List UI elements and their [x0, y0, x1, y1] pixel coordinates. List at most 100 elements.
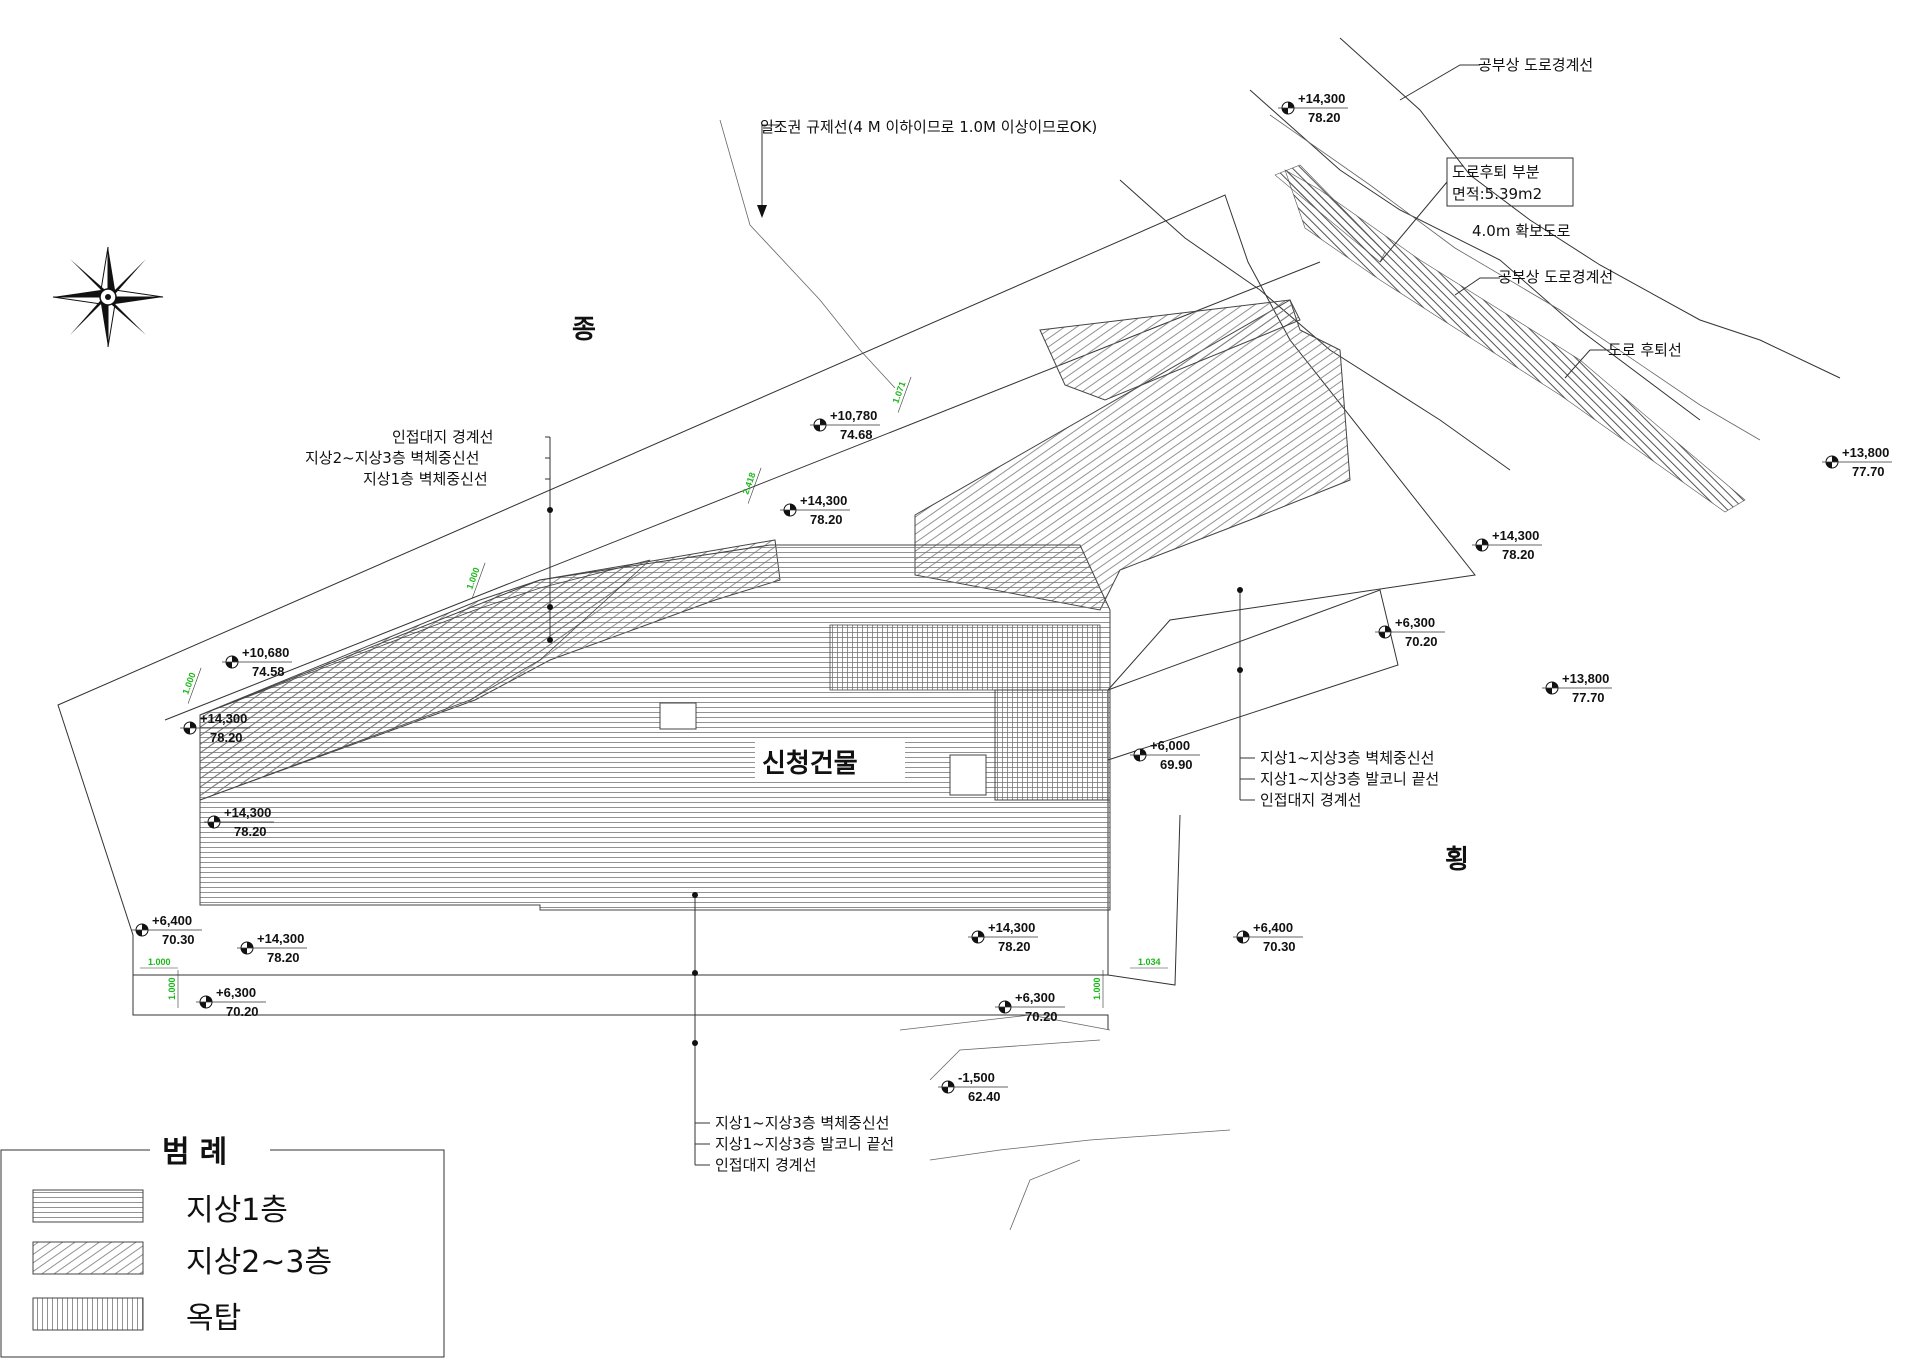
level-elevation: 78.20	[210, 730, 243, 745]
level-value: +10,780	[830, 408, 877, 423]
level-marker: +6,000 69.90	[1130, 738, 1200, 772]
road-receding-box-line1: 도로후퇴 부분	[1452, 163, 1540, 181]
level-marker: +6,300 70.20	[196, 985, 266, 1019]
bottom-note-3: 인접대지 경계선	[715, 1156, 816, 1174]
level-value: +6,400	[1253, 920, 1293, 935]
building-label-box	[755, 740, 905, 782]
void-2	[949, 754, 987, 796]
bottom-notes: 지상1~지상3층 벽체중신선 지상1~지상3층 발코니 끝선 인접대지 경계선	[692, 892, 894, 1174]
level-marker: +13,800 77.70	[1822, 445, 1892, 479]
level-elevation: 78.20	[1308, 110, 1341, 125]
rooftop-area	[994, 689, 1111, 801]
legend-title-bg	[150, 1128, 270, 1168]
legend-swatch-vertical	[32, 1297, 144, 1331]
direction-short-label: 횡	[1445, 845, 1469, 875]
level-marker: +14,300 78.20	[204, 805, 274, 839]
legend-item-2: 지상2~3층	[186, 1245, 332, 1280]
level-elevation: 70.30	[162, 932, 195, 947]
level-value: +14,300	[988, 920, 1035, 935]
dimension-line	[897, 376, 912, 413]
left-note-1: 인접대지 경계선	[392, 428, 493, 446]
dimension-label: 2.418	[740, 471, 757, 496]
right-note-2: 지상1~지상3층 발코니 끝선	[1260, 770, 1439, 788]
left-note-2: 지상2~지상3층 벽체중신선	[305, 449, 479, 467]
level-value: +14,300	[224, 805, 271, 820]
level-elevation: 78.20	[810, 512, 843, 527]
level-marker: +6,300 70.20	[995, 990, 1065, 1024]
dimension-line	[747, 467, 762, 504]
level-value: +6,000	[1150, 738, 1190, 753]
floor-2-3-overlay	[199, 559, 651, 801]
level-marker: +13,800 77.70	[1542, 671, 1612, 705]
level-marker: +10,780 74.68	[810, 408, 880, 442]
floor-2-3-area-ne	[1039, 299, 1301, 401]
level-value: +14,300	[257, 931, 304, 946]
void-1	[659, 702, 697, 730]
legend-swatch-horizontal	[32, 1189, 144, 1223]
dimension-line	[471, 562, 486, 599]
building-label: 신청건물	[762, 749, 858, 779]
sunlight-note: 일조권 규제선(4 M 이하이므로 1.0M 이상이므로OK)	[760, 118, 1097, 136]
level-value: +14,300	[800, 493, 847, 508]
level-value: +14,300	[1298, 91, 1345, 106]
level-elevation: 78.20	[998, 939, 1031, 954]
road-receding-box-line2: 면적:5.39m2	[1452, 185, 1542, 203]
level-elevation: 78.20	[267, 950, 300, 965]
dimension-label: 1.000	[180, 671, 197, 696]
legend-swatch-diagonal	[32, 1241, 144, 1275]
dimension-label: 1.071	[890, 380, 907, 405]
road-lines	[1119, 37, 1841, 513]
level-elevation: 74.58	[252, 664, 285, 679]
level-marker: +14,300 78.20	[780, 493, 850, 527]
level-elevation: 74.68	[840, 427, 873, 442]
road-boundary-note-2: 공부상 도로경계선	[1498, 268, 1613, 286]
level-marker: +10,680 74.58	[222, 645, 292, 679]
level-marker: +14,300 78.20	[1278, 91, 1348, 125]
dimension-label: 1.000	[464, 566, 481, 591]
rooftop-area-2	[829, 624, 1101, 691]
road-receding-line-note: 도로 후퇴선	[1608, 341, 1682, 359]
level-value: +6,300	[1015, 990, 1055, 1005]
level-value: +10,680	[242, 645, 289, 660]
left-notes: 인접대지 경계선 지상2~지상3층 벽체중신선 지상1층 벽체중신선	[305, 428, 553, 643]
legend-title: 범례	[162, 1135, 237, 1170]
bottom-note-1: 지상1~지상3층 벽체중신선	[715, 1114, 889, 1132]
dimension-label: 1.000	[167, 977, 177, 1000]
level-elevation: 70.20	[1025, 1009, 1058, 1024]
level-elevation: 70.20	[226, 1004, 259, 1019]
level-value: +6,300	[1395, 615, 1435, 630]
level-elevation: 69.90	[1160, 757, 1193, 772]
level-elevation: 77.70	[1572, 690, 1605, 705]
level-value: +6,300	[216, 985, 256, 1000]
compass-icon	[52, 246, 164, 348]
bottom-note-2: 지상1~지상3층 발코니 끝선	[715, 1135, 894, 1153]
legend: 범례 지상1층 지상2~3층 옥탑	[0, 1128, 445, 1358]
level-elevation: 78.20	[234, 824, 267, 839]
right-notes: 지상1~지상3층 벽체중신선 지상1~지상3층 발코니 끝선 인접대지 경계선	[1237, 587, 1439, 809]
legend-item-3: 옥탑	[186, 1301, 241, 1336]
dimension-line	[187, 667, 202, 704]
level-value: +13,800	[1842, 445, 1889, 460]
level-marker: +6,400 70.30	[132, 913, 202, 947]
right-note-3: 인접대지 경계선	[1260, 791, 1361, 809]
left-note-3: 지상1층 벽체중신선	[363, 470, 488, 488]
level-value: +14,300	[200, 711, 247, 726]
level-marker: +14,300 78.20	[968, 920, 1038, 954]
legend-item-1: 지상1층	[186, 1193, 288, 1228]
level-elevation: 62.40	[968, 1089, 1001, 1104]
dimension-label: 1.034	[1138, 957, 1161, 967]
level-marker: +14,300 78.20	[180, 711, 250, 745]
level-value: +13,800	[1562, 671, 1609, 686]
level-marker: +14,300 78.20	[237, 931, 307, 965]
building-footprint: 신청건물	[199, 299, 1351, 911]
right-note-1: 지상1~지상3층 벽체중신선	[1260, 749, 1434, 767]
level-elevation: 77.70	[1852, 464, 1885, 479]
dimension-label: 1.000	[1092, 977, 1102, 1000]
level-value: +6,400	[152, 913, 192, 928]
level-value: +14,300	[1492, 528, 1539, 543]
